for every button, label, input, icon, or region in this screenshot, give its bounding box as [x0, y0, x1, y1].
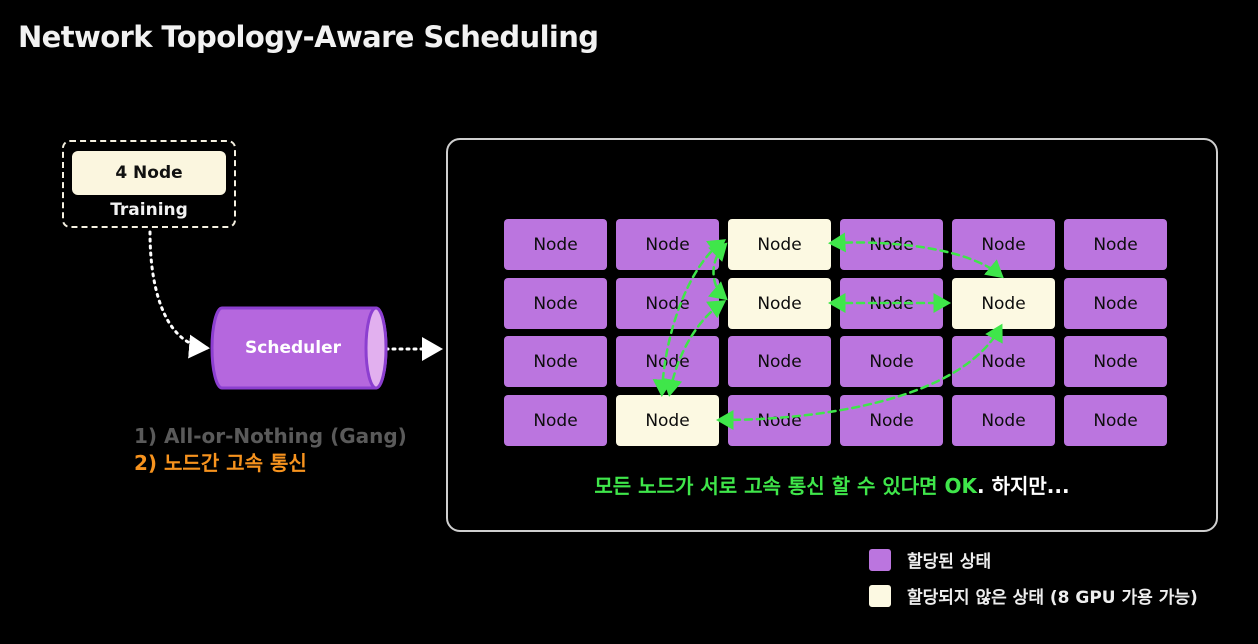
criteria-list: 1) All-or-Nothing (Gang) 2) 노드간 고속 통신: [134, 423, 407, 477]
node-r0-c5: Node: [1064, 219, 1167, 270]
legend-unallocated-label: 할당되지 않은 상태 (8 GPU 가용 가능): [907, 588, 1198, 608]
node-r1-c4: Node: [952, 278, 1055, 329]
link-r3c1-r1c2: [662, 300, 727, 397]
cluster-panel: [446, 138, 1218, 532]
legend-allocated: 할당된 상태: [869, 547, 991, 572]
link-r0c2-r1c4: [828, 232, 1004, 279]
node-r0-c0: Node: [504, 219, 607, 270]
allocated-swatch: [869, 548, 891, 571]
cluster-caption: 모든 노드가 서로 고속 통신 할 수 있다면 OK. 하지만...: [446, 470, 1218, 499]
training-job-box: 4 Node Training: [62, 140, 236, 228]
scheduler-cylinder: [210, 306, 388, 390]
legend-allocated-label: 할당된 상태: [907, 552, 992, 572]
scheduler-label: Scheduler: [245, 338, 341, 358]
link-r0c2-r1c2: [708, 242, 728, 301]
caption-rest: . 하지만...: [977, 474, 1070, 498]
criterion-gang: 1) All-or-Nothing (Gang): [134, 424, 407, 448]
job-type-label: Training: [110, 200, 188, 220]
node-r1-c0: Node: [504, 278, 607, 329]
unallocated-swatch: [869, 584, 891, 607]
node-r1-c2: Node: [728, 278, 831, 329]
caption-highlight: 모든 노드가 서로 고속 통신 할 수 있다면 OK: [594, 474, 978, 498]
criterion-network: 2) 노드간 고속 통신: [134, 451, 307, 475]
link-r3c1-r1c4: [716, 323, 1003, 430]
node-r0-c2: Node: [728, 219, 831, 270]
page-title: Network Topology-Aware Scheduling: [18, 20, 599, 54]
legend-unallocated: 할당되지 않은 상태 (8 GPU 가용 가능): [869, 583, 1198, 608]
link-r3c1-r0c2: [652, 239, 727, 397]
job-node-count: 4 Node: [72, 151, 226, 195]
node-r2-c0: Node: [504, 336, 607, 387]
job-to-scheduler-arrow: [148, 230, 210, 359]
node-r3-c5: Node: [1064, 395, 1167, 446]
node-r2-c5: Node: [1064, 336, 1167, 387]
node-r3-c1: Node: [616, 395, 719, 446]
node-r3-c0: Node: [504, 395, 607, 446]
node-r1-c5: Node: [1064, 278, 1167, 329]
